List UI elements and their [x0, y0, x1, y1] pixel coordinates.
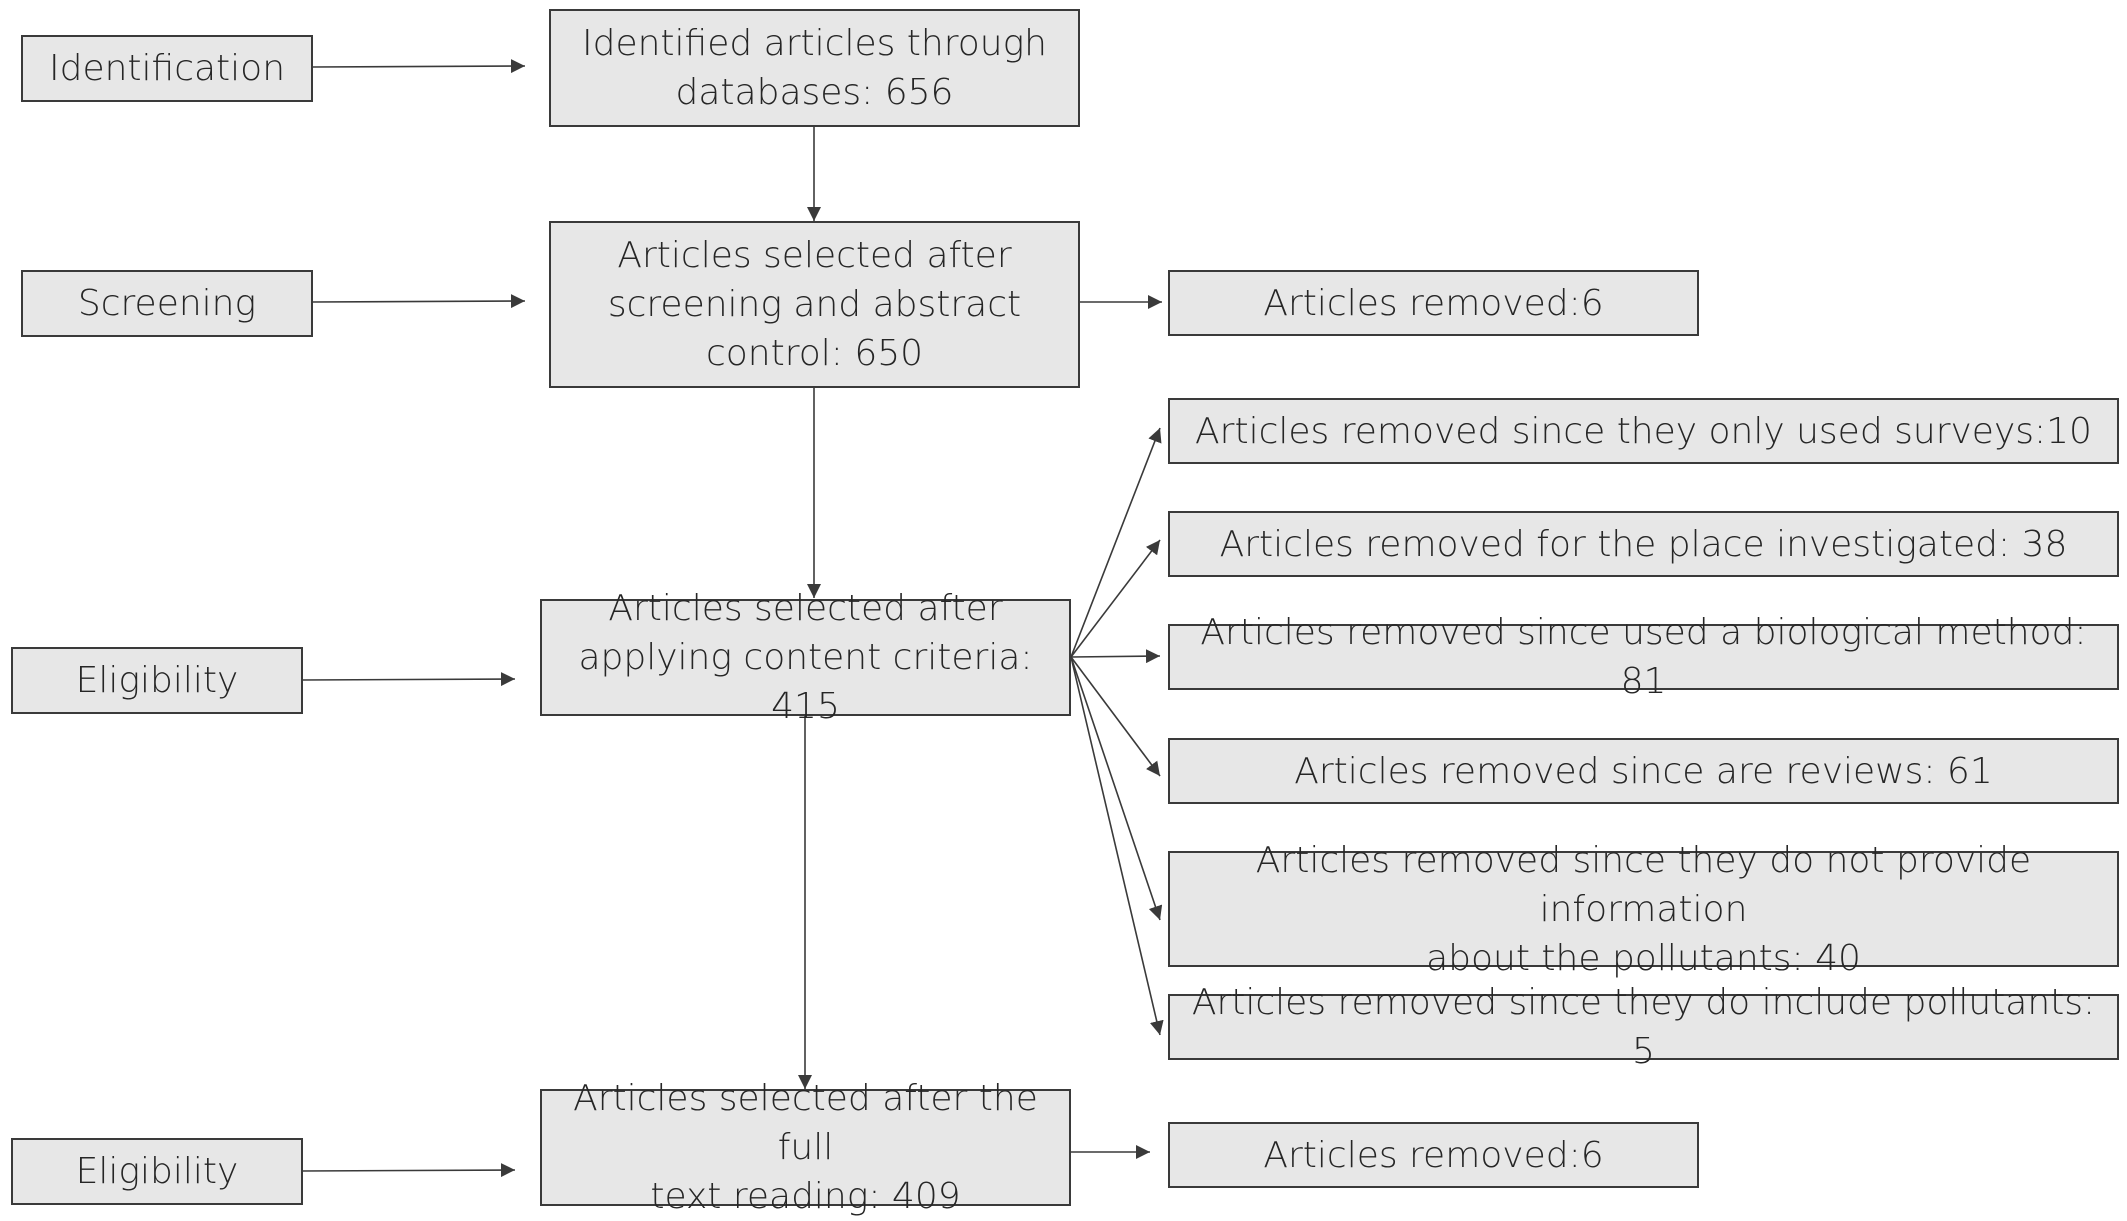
arrow-eligibility-2 [301, 1163, 516, 1178]
removed-include-pollutants-box: Articles removed since they do include p… [1168, 982, 2119, 1072]
stage-identification: Identification [21, 35, 313, 102]
arrow-to-removed-place [1070, 539, 1161, 658]
full-text-reading-box: Articles selected after the full text re… [540, 1078, 1071, 1217]
removed-screening-box: Articles removed:6 [1168, 270, 1699, 336]
screened-articles-box: Articles selected after screening and ab… [549, 221, 1080, 388]
removed-no-info-box: Articles removed since they do not provi… [1168, 840, 2119, 979]
arrow-to-removed-biological [1070, 649, 1161, 664]
arrow-screening [311, 294, 526, 309]
arrow-eligibility-1 [301, 672, 516, 687]
arrow-to-removed-no-info [1070, 656, 1163, 921]
arrow-to-removed-reviews [1070, 656, 1161, 777]
removed-surveys-box: Articles removed since they only used su… [1168, 398, 2119, 464]
content-criteria-box: Articles selected after applying content… [540, 588, 1071, 727]
identified-articles-box: Identified articles through databases: 6… [549, 9, 1080, 127]
stage-screening: Screening [21, 270, 313, 337]
removed-reviews-box: Articles removed since are reviews: 61 [1168, 738, 2119, 804]
stage-eligibility-fulltext: Eligibility [11, 1138, 303, 1205]
arrow-to-removed-include-pollutants [1070, 656, 1164, 1036]
removed-place-box: Articles removed for the place investiga… [1168, 511, 2119, 577]
stage-eligibility-content: Eligibility [11, 647, 303, 714]
removed-biological-box: Articles removed since used a biological… [1168, 612, 2119, 702]
arrow-to-removed-surveys [1070, 427, 1162, 658]
arrow-identification [311, 59, 526, 74]
removed-fulltext-box: Articles removed:6 [1168, 1122, 1699, 1188]
